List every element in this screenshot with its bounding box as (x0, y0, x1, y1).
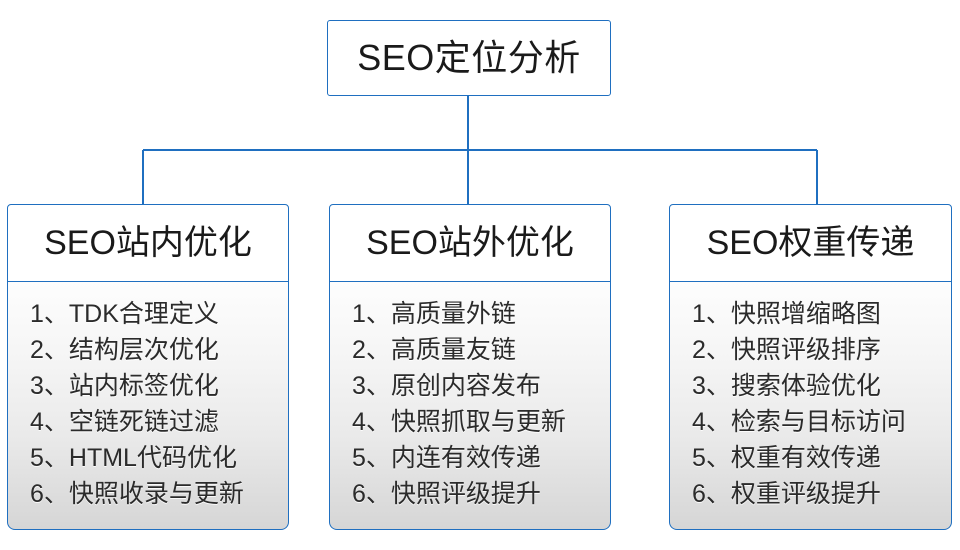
root-node-seo-positioning-analysis[interactable]: SEO定位分析 (327, 20, 611, 96)
branch-column-weight-transfer: SEO权重传递 1、快照增缩略图 2、快照评级排序 3、搜索体验优化 4、检索与… (669, 204, 952, 530)
list-item: 1、快照增缩略图 (692, 300, 881, 328)
list-item: 5、内连有效传递 (352, 444, 541, 472)
list-item: 4、检索与目标访问 (692, 408, 906, 436)
list-item: 4、空链死链过滤 (30, 408, 219, 436)
branch-column-onsite: SEO站内优化 1、TDK合理定义 2、结构层次优化 3、站内标签优化 4、空链… (7, 204, 289, 530)
branch-header-label: SEO站内优化 (44, 224, 252, 262)
list-item: 2、结构层次优化 (30, 336, 219, 364)
list-item: 6、权重评级提升 (692, 480, 881, 508)
branch-item-list: 1、高质量外链 2、高质量友链 3、原创内容发布 4、快照抓取与更新 5、内连有… (352, 296, 610, 512)
branch-header-weight-transfer[interactable]: SEO权重传递 (669, 204, 952, 282)
branch-body-offsite: 1、高质量外链 2、高质量友链 3、原创内容发布 4、快照抓取与更新 5、内连有… (329, 282, 611, 530)
list-item: 4、快照抓取与更新 (352, 408, 566, 436)
list-item: 3、站内标签优化 (30, 372, 219, 400)
list-item: 2、高质量友链 (352, 336, 516, 364)
branch-header-onsite[interactable]: SEO站内优化 (7, 204, 289, 282)
root-node-label: SEO定位分析 (357, 37, 581, 78)
branch-column-offsite: SEO站外优化 1、高质量外链 2、高质量友链 3、原创内容发布 4、快照抓取与… (329, 204, 611, 530)
list-item: 3、搜索体验优化 (692, 372, 881, 400)
list-item: 6、快照评级提升 (352, 480, 541, 508)
branch-item-list: 1、TDK合理定义 2、结构层次优化 3、站内标签优化 4、空链死链过滤 5、H… (30, 296, 288, 512)
branch-item-list: 1、快照增缩略图 2、快照评级排序 3、搜索体验优化 4、检索与目标访问 5、权… (692, 296, 951, 512)
list-item: 1、TDK合理定义 (30, 300, 219, 328)
list-item: 5、权重有效传递 (692, 444, 881, 472)
list-item: 6、快照收录与更新 (30, 480, 244, 508)
list-item: 2、快照评级排序 (692, 336, 881, 364)
branch-body-onsite: 1、TDK合理定义 2、结构层次优化 3、站内标签优化 4、空链死链过滤 5、H… (7, 282, 289, 530)
branch-header-label: SEO站外优化 (366, 224, 574, 262)
list-item: 1、高质量外链 (352, 300, 516, 328)
list-item: 5、HTML代码优化 (30, 444, 237, 472)
branch-header-label: SEO权重传递 (706, 224, 915, 262)
branch-header-offsite[interactable]: SEO站外优化 (329, 204, 611, 282)
list-item: 3、原创内容发布 (352, 372, 541, 400)
branch-body-weight-transfer: 1、快照增缩略图 2、快照评级排序 3、搜索体验优化 4、检索与目标访问 5、权… (669, 282, 952, 530)
